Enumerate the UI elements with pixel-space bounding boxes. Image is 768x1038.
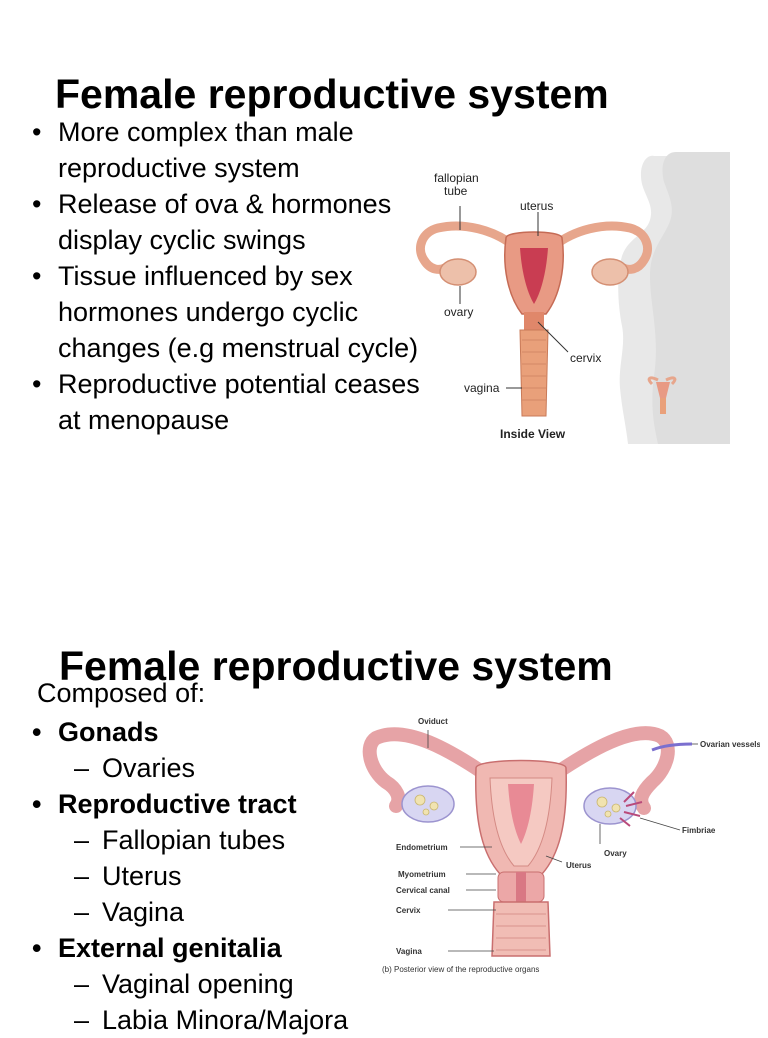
label-vagina: Vagina	[396, 947, 422, 956]
composed-of-label: Composed of:	[37, 678, 206, 708]
group-label: Reproductive tract	[58, 789, 297, 819]
left-ovary	[439, 258, 477, 286]
label-fimbriae: Fimbriae	[682, 826, 716, 835]
slide-1-title: Female reproductive system	[55, 71, 609, 118]
uterine-cavity	[508, 784, 534, 844]
posterior-view-anatomy-figure: Oviduct Ovarian vessels Fimbriae Ovary U…	[362, 706, 761, 978]
label-cervix: cervix	[570, 351, 601, 365]
body-silhouette-shade	[650, 152, 730, 444]
slide-2-title: Female reproductive system	[59, 643, 613, 690]
right-ovary	[591, 258, 629, 286]
vagina	[491, 901, 551, 957]
slide-1: Female reproductive system More complex …	[0, 0, 768, 512]
slide-1-bullet-list: More complex than male reproductive syst…	[32, 114, 432, 438]
small-uterus-inset	[647, 376, 677, 414]
sub-item: Vaginal opening	[74, 966, 392, 1002]
fimbriae	[619, 791, 643, 827]
right-ovary	[583, 787, 637, 825]
inside-view-anatomy-figure: fallopian tube uterus ovary cervix vagin…	[414, 126, 730, 446]
group-item-reproductive-tract: Reproductive tract Fallopian tubes Uteru…	[32, 786, 392, 930]
figure-caption: (b) Posterior view of the reproductive o…	[382, 965, 539, 974]
label-inside-view: Inside View	[500, 427, 566, 441]
label-cervical-canal: Cervical canal	[396, 886, 450, 895]
cervical-canal	[516, 872, 526, 902]
label-cervix: Cervix	[396, 906, 421, 915]
label-tube: tube	[444, 184, 468, 198]
bullet-item: Reproductive potential ceases at menopau…	[32, 366, 432, 438]
slide-2-bullet-list: Gonads Ovaries Reproductive tract Fallop…	[32, 714, 392, 1038]
label-ovary: ovary	[444, 305, 473, 319]
label-uterus: Uterus	[566, 861, 592, 870]
sub-item: Uterus	[74, 858, 392, 894]
sub-item: Labia Minora/Majora	[74, 1002, 392, 1038]
bullet-item: Release of ova & hormones display cyclic…	[32, 186, 432, 258]
bullet-item: More complex than male reproductive syst…	[32, 114, 432, 186]
inside-view-anatomy-illustration: fallopian tube uterus ovary cervix vagin…	[416, 152, 730, 444]
ovarian-vessels	[651, 742, 693, 752]
label-uterus: uterus	[520, 199, 553, 213]
label-myometrium: Myometrium	[398, 870, 446, 879]
sub-list: Vaginal opening Labia Minora/Majora	[58, 966, 392, 1038]
cervix-shape	[524, 312, 544, 332]
label-ovary: Ovary	[604, 849, 627, 858]
vagina-shape	[519, 329, 549, 417]
sub-item: Fallopian tubes	[74, 822, 392, 858]
bullet-item: Tissue influenced by sex hormones underg…	[32, 258, 432, 366]
group-label: Gonads	[58, 717, 159, 747]
label-oviduct: Oviduct	[418, 717, 448, 726]
sub-list: Ovaries	[58, 750, 392, 786]
label-ovarian-vessels: Ovarian vessels	[700, 740, 760, 749]
sub-item: Vagina	[74, 894, 392, 930]
sub-item: Ovaries	[74, 750, 392, 786]
left-fallopian-tube	[416, 221, 519, 274]
label-vagina: vagina	[464, 381, 500, 395]
slide-2: Female reproductive system Composed of: …	[0, 512, 768, 1038]
right-fallopian-tube	[549, 221, 652, 274]
left-oviduct	[362, 727, 489, 813]
group-label: External genitalia	[58, 933, 282, 963]
label-fallopian: fallopian	[434, 171, 479, 185]
posterior-view-anatomy-illustration: Oviduct Ovarian vessels Fimbriae Ovary U…	[362, 717, 761, 974]
right-oviduct	[551, 726, 675, 815]
group-item-gonads: Gonads Ovaries	[32, 714, 392, 786]
uterine-cavity	[520, 248, 548, 304]
sub-list: Fallopian tubes Uterus Vagina	[58, 822, 392, 930]
label-endometrium: Endometrium	[396, 843, 448, 852]
left-ovary	[401, 785, 455, 823]
group-item-external-genitalia: External genitalia Vaginal opening Labia…	[32, 930, 392, 1038]
